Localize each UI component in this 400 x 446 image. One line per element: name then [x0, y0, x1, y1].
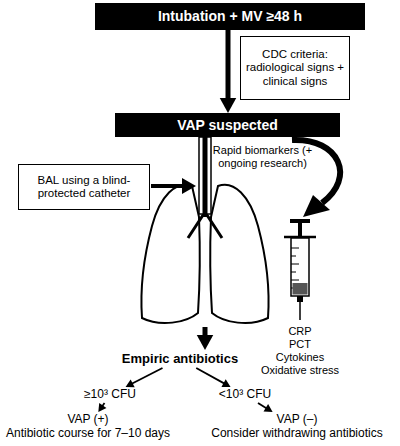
biomarker-item: CRP: [250, 325, 350, 338]
status-box: VAP suspected: [115, 113, 340, 137]
node-heading: Intubation + MV ≥48 h: [158, 8, 302, 24]
flow-arrow: [126, 368, 163, 387]
outcome-node: VAP (–)Consider withdrawing antibiotics: [196, 412, 398, 442]
left-lung: [141, 185, 199, 323]
arrow-line: [258, 403, 267, 409]
node-heading: ≥10³ CFU: [84, 388, 136, 402]
curved-arrow-head: [303, 195, 330, 217]
bal-arrow-line: [151, 184, 184, 188]
arrow-head: [126, 379, 135, 387]
node-body: Antibiotic course for 7–10 days: [6, 427, 170, 441]
node-heading: VAP (–): [277, 413, 318, 427]
biomarker-note: Rapid biomarkers (+ ongoing research): [200, 144, 325, 169]
node-heading: BAL using a blind-protected catheter: [23, 174, 145, 200]
right-lung: [210, 185, 268, 323]
criteria-box: CDC criteria: radiological signs + clini…: [240, 36, 350, 100]
syringe-ticks: [291, 248, 299, 288]
arrow-head: [98, 403, 106, 412]
treatment-node: Empiric antibiotics: [115, 350, 245, 368]
biomarker-item: Oxidative stress: [250, 364, 350, 377]
syringe-hub: [297, 296, 303, 302]
node-body: Consider withdrawing antibiotics: [211, 427, 382, 441]
node-heading: VAP suspected: [177, 117, 278, 133]
start-box: Intubation + MV ≥48 h: [95, 3, 365, 30]
procedure-box: BAL using a blind-protected catheter: [18, 164, 150, 210]
biomarker-item: Cytokines: [250, 351, 350, 364]
bal-arrow-head: [182, 178, 196, 194]
threshold-node: <10³ CFU: [205, 387, 285, 403]
syringe-rod: [298, 223, 302, 237]
outcome-node: VAP (+)Antibiotic course for 7–10 days: [2, 412, 174, 442]
biomarker-item: PCT: [250, 338, 350, 351]
syringe-thumb: [290, 219, 310, 223]
syringe-barrel: [291, 238, 309, 296]
arrow-line: [196, 368, 225, 384]
threshold-node: ≥10³ CFU: [70, 387, 150, 403]
syringe-illustration: [284, 219, 316, 320]
endotracheal-tube: [203, 137, 208, 217]
flow-arrow: [220, 30, 237, 113]
arrow-head: [264, 404, 273, 412]
flow-arrow: [98, 403, 106, 412]
node-heading: <10³ CFU: [219, 388, 271, 402]
node-heading: Empiric antibiotics: [122, 352, 238, 367]
arrow-head: [220, 98, 237, 113]
node-heading: CDC criteria: radiological signs + clini…: [245, 48, 345, 88]
arrow-head: [197, 335, 214, 350]
node-heading: VAP (+): [67, 413, 108, 427]
arrow-line: [131, 368, 162, 384]
syringe-needle: [299, 302, 301, 320]
syringe-fluid: [293, 283, 308, 295]
bal-arrow: [151, 178, 196, 194]
arrow-head: [221, 379, 230, 387]
flow-arrow: [258, 403, 273, 412]
flow-arrow: [196, 368, 230, 387]
arrow-line: [226, 30, 231, 101]
